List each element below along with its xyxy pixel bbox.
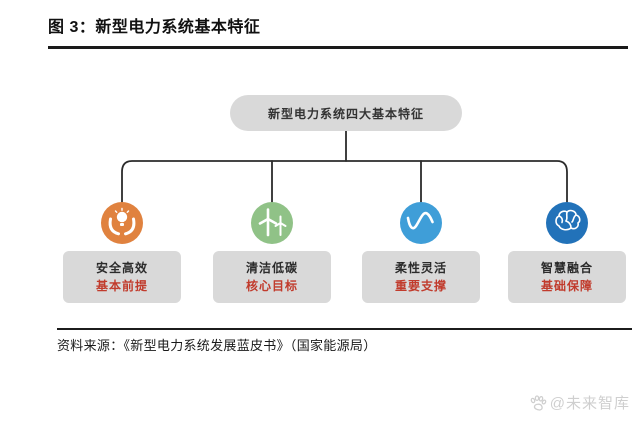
- root-node: 新型电力系统四大基本特征: [230, 95, 462, 131]
- root-node-label: 新型电力系统四大基本特征: [267, 106, 424, 121]
- title-underline: [48, 46, 628, 49]
- branch-circle-smart: [546, 202, 588, 244]
- branch-node-flexible: 柔性灵活 重要支撑: [362, 251, 480, 303]
- figure-title: 图 3：新型电力系统基本特征: [48, 19, 261, 36]
- branch-subtitle: 基本前提: [95, 279, 148, 293]
- wave-icon: [406, 211, 434, 230]
- hands-holding-bulb-icon: [108, 207, 136, 236]
- branch-circle-safety: [101, 202, 143, 244]
- brain-icon: [555, 209, 581, 231]
- source-text: 资料来源：《新型电力系统发展蓝皮书》（国家能源局）: [57, 338, 377, 353]
- branch-subtitle: 核心目标: [245, 279, 298, 293]
- branch-node-smart: 智慧融合 基础保障: [508, 251, 626, 303]
- watermark-text: @未来智库: [549, 395, 630, 412]
- branch-circle-flexible: [400, 202, 442, 244]
- source-divider: [57, 328, 632, 330]
- paw-icon: [530, 394, 547, 411]
- branch-title: 清洁低碳: [245, 261, 298, 275]
- branch-circle-clean: [251, 202, 293, 244]
- branch-node-safety: 安全高效 基本前提: [63, 251, 181, 303]
- branch-title: 柔性灵活: [394, 261, 447, 275]
- branch-subtitle: 基础保障: [540, 279, 593, 293]
- watermark: @未来智库: [528, 392, 630, 413]
- branch-subtitle: 重要支撑: [394, 279, 447, 293]
- branch-node-clean: 清洁低碳 核心目标: [213, 251, 331, 303]
- branch-title: 安全高效: [95, 261, 148, 275]
- branch-title: 智慧融合: [540, 261, 593, 275]
- wind-turbine-icon: [258, 208, 287, 237]
